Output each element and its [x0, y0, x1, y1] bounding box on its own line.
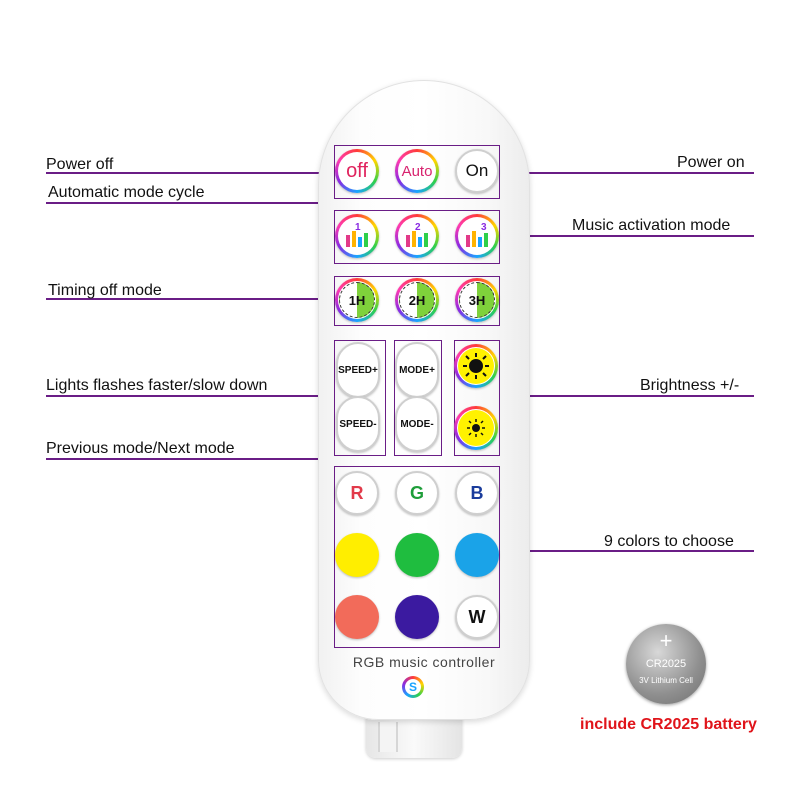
callout-brightness: Brightness +/- — [640, 377, 740, 394]
callout-auto-cycle: Automatic mode cycle — [48, 184, 205, 201]
green-button[interactable]: G — [395, 471, 439, 515]
yellow-button[interactable] — [335, 533, 379, 577]
clock-icon: 3H — [459, 282, 495, 318]
red-label: R — [350, 482, 364, 503]
sun-large-icon — [458, 348, 494, 384]
red-button[interactable]: R — [335, 471, 379, 515]
callout-mode: Previous mode/Next mode — [46, 440, 235, 457]
group-timer — [334, 276, 500, 326]
mode-minus-button[interactable]: MODE- — [395, 396, 439, 452]
auto-label: Auto — [401, 162, 433, 180]
sun-rays-icon — [463, 353, 489, 379]
green-label: G — [409, 482, 424, 503]
callout-colors: 9 colors to choose — [604, 533, 734, 550]
mode-minus-label: MODE- — [400, 418, 434, 430]
brand-logo-letter: S — [405, 679, 421, 695]
music-3-number: 3 — [481, 222, 487, 233]
mode-plus-label: MODE+ — [399, 364, 435, 376]
music-2-number: 2 — [415, 222, 421, 233]
line-mode — [46, 458, 418, 460]
power-off-button[interactable]: off — [335, 149, 379, 193]
clock-icon: 2H — [399, 282, 435, 318]
auto-button[interactable]: Auto — [395, 149, 439, 193]
equalizer-icon: 2 — [406, 222, 428, 247]
timer-2h-button[interactable]: 2H — [395, 278, 439, 322]
blue-label: B — [470, 482, 484, 503]
line-auto — [46, 202, 418, 204]
blue-button[interactable]: B — [455, 471, 499, 515]
equalizer-icon: 3 — [466, 222, 488, 247]
power-on-button[interactable]: On — [455, 149, 499, 193]
music-1-number: 1 — [355, 222, 361, 233]
green-fill-button[interactable] — [395, 533, 439, 577]
callout-timing: Timing off mode — [48, 282, 162, 299]
group-mode — [394, 340, 442, 456]
speed-minus-button[interactable]: SPEED- — [336, 396, 380, 452]
timer-1h-label: 1H — [348, 292, 366, 308]
line-power-on — [478, 172, 754, 174]
line-speed — [46, 395, 336, 397]
callout-power-off: Power off — [46, 156, 114, 173]
sky-blue-button[interactable] — [455, 533, 499, 577]
brand-label: RGB music controller — [352, 654, 496, 670]
callout-music: Music activation mode — [572, 217, 731, 234]
group-music — [334, 210, 500, 264]
brand-logo-icon: S — [402, 676, 424, 698]
coin-battery: + CR2025 3V Lithium Cell — [626, 624, 706, 704]
line-colors — [498, 550, 754, 552]
group-speed — [334, 340, 386, 456]
sun-small-icon — [458, 410, 494, 446]
battery-caption: include CR2025 battery — [580, 716, 757, 733]
timer-3h-label: 3H — [468, 292, 486, 308]
off-label: off — [346, 159, 368, 182]
timer-2h-label: 2H — [408, 292, 426, 308]
indigo-button[interactable] — [395, 595, 439, 639]
speed-plus-button[interactable]: SPEED+ — [336, 342, 380, 398]
timer-3h-button[interactable]: 3H — [455, 278, 499, 322]
white-label: W — [468, 606, 486, 627]
brightness-down-button[interactable] — [454, 406, 498, 450]
line-brightness — [498, 395, 754, 397]
group-power — [334, 145, 500, 199]
battery-plus: + — [659, 628, 673, 653]
battery-spec: 3V Lithium Cell — [639, 676, 693, 685]
remote-connector-slot — [378, 722, 398, 752]
brightness-up-button[interactable] — [454, 344, 498, 388]
sun-rays-icon — [467, 419, 485, 437]
music-1-button[interactable]: 1 — [335, 214, 379, 258]
speed-minus-label: SPEED- — [339, 418, 377, 430]
on-label: On — [465, 161, 489, 180]
music-2-button[interactable]: 2 — [395, 214, 439, 258]
equalizer-icon: 1 — [346, 222, 368, 247]
battery-model: CR2025 — [645, 658, 687, 670]
timer-1h-button[interactable]: 1H — [335, 278, 379, 322]
line-power-off — [46, 172, 342, 174]
music-3-button[interactable]: 3 — [455, 214, 499, 258]
callout-power-on: Power on — [677, 154, 745, 171]
callout-speed: Lights flashes faster/slow down — [46, 377, 268, 394]
white-button[interactable]: W — [455, 595, 499, 639]
speed-plus-label: SPEED+ — [338, 364, 378, 376]
group-colors — [334, 466, 500, 648]
group-brightness — [454, 340, 500, 456]
clock-icon: 1H — [339, 282, 375, 318]
line-music — [498, 235, 754, 237]
line-timing — [46, 298, 336, 300]
salmon-button[interactable] — [335, 595, 379, 639]
mode-plus-button[interactable]: MODE+ — [395, 342, 439, 398]
